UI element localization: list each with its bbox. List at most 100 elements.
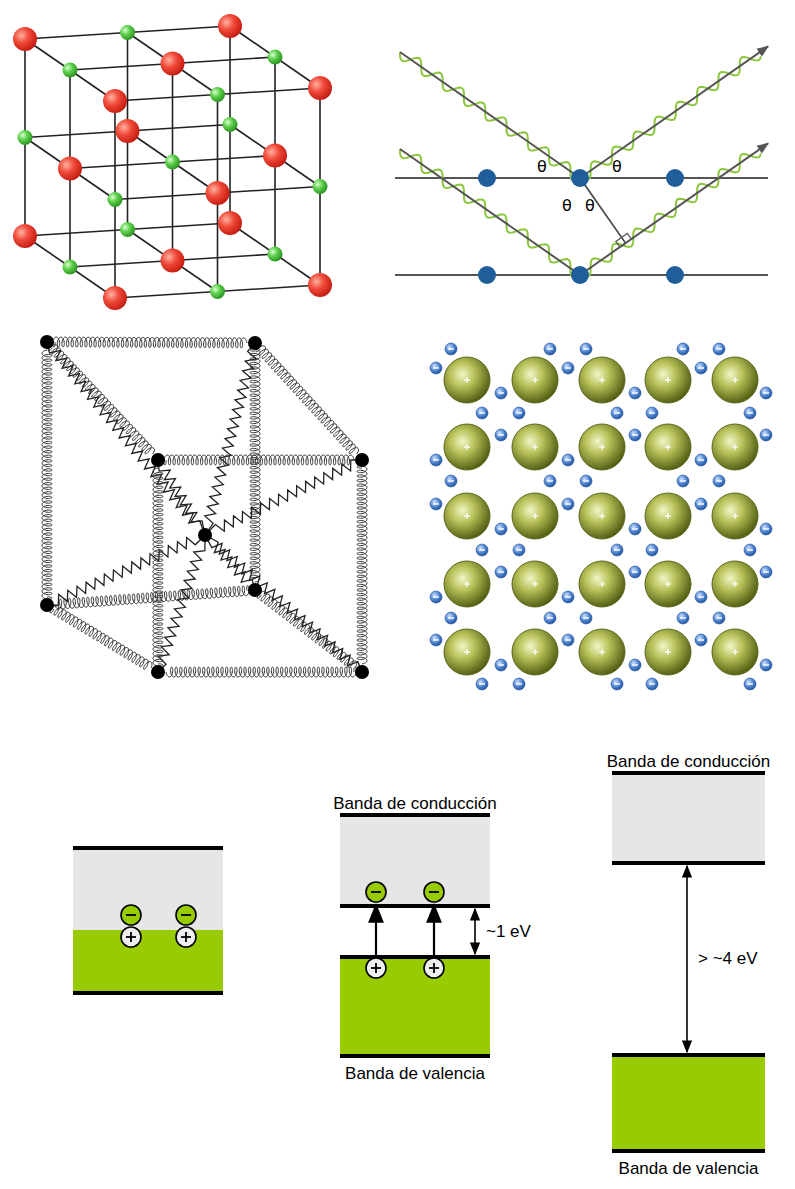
coil-spring: [166, 667, 356, 677]
electron: [580, 612, 592, 624]
band-diagrams: [73, 848, 223, 993]
zigzag-spring: [205, 460, 362, 535]
path-difference-line: [580, 178, 626, 243]
zigzag-spring: [205, 535, 255, 590]
lattice-line: [230, 125, 320, 187]
lattice-line: [115, 88, 320, 101]
lattice-atom: [248, 336, 262, 350]
electron: [445, 475, 457, 487]
lattice-atom: [355, 665, 369, 679]
electron: [713, 612, 725, 624]
minus-sign: [632, 434, 638, 435]
chloride-ion: [13, 224, 37, 248]
plus-sign: [130, 932, 132, 942]
x-ray-wave: [580, 153, 761, 277]
minus-sign: [614, 549, 620, 550]
valence-band: Banda de valencia: [612, 1053, 765, 1153]
minus-sign: [565, 503, 571, 504]
angle-label: θ: [562, 196, 572, 215]
metal-ion: [712, 424, 758, 470]
minus-sign: [583, 480, 589, 481]
electron: [562, 498, 574, 510]
hole: [366, 958, 386, 978]
chloride-ion: [103, 286, 127, 310]
hole: [121, 927, 141, 947]
plus-sign: [534, 377, 535, 383]
lattice-atom: [355, 453, 369, 467]
chloride-ion: [218, 211, 242, 235]
plus-sign: [667, 649, 668, 655]
coil-spring: [256, 346, 359, 454]
lattice-line: [115, 285, 320, 298]
plus-sign: [534, 649, 535, 655]
electron: [495, 429, 507, 441]
plus-sign: [601, 649, 602, 655]
conduction-band: [73, 848, 223, 930]
electron: [430, 454, 442, 466]
sodium-ion: [313, 179, 328, 194]
plus-sign: [534, 444, 535, 450]
electron: [629, 429, 641, 441]
plus-sign: [734, 377, 735, 383]
electron: [760, 429, 772, 441]
chloride-ion: [263, 144, 287, 168]
minus-sign: [126, 914, 136, 916]
minus-sign: [433, 503, 439, 504]
atom: [571, 169, 589, 187]
electron: [760, 659, 772, 671]
incident-ray: [400, 52, 580, 178]
coil-spring: [357, 466, 367, 664]
metal-ion: [579, 357, 625, 403]
lattice-atom: [198, 528, 212, 542]
minus-sign: [565, 596, 571, 597]
metal-ion: [645, 424, 691, 470]
metal-ion: [579, 629, 625, 675]
electron: [646, 407, 658, 419]
plus-sign: [534, 513, 535, 519]
electron: [646, 678, 658, 690]
minus-sign: [649, 549, 655, 550]
electron: [744, 407, 756, 419]
electron: [445, 612, 457, 624]
plus-sign: [185, 932, 187, 942]
electron: [544, 343, 556, 355]
metal-ion: [645, 561, 691, 607]
coil-spring: [164, 455, 354, 465]
coil-spring: [250, 349, 260, 582]
band-label: Banda de valencia: [345, 1064, 485, 1084]
metal-ion: [444, 424, 490, 470]
band-edge: [73, 846, 223, 850]
metal-ion: [512, 357, 558, 403]
sodium-ion: [63, 63, 78, 78]
excitation-arrow: [375, 905, 377, 957]
coil-spring: [55, 586, 249, 610]
bragg-diffraction: [395, 46, 768, 284]
lattice-line: [70, 156, 275, 169]
minus-sign: [547, 348, 553, 349]
electron: [476, 678, 488, 690]
conduction-band: Banda de conducción: [340, 813, 490, 908]
electron: [695, 498, 707, 510]
minus-sign: [716, 348, 722, 349]
minus-sign: [614, 412, 620, 413]
electron: [495, 659, 507, 671]
electron: [513, 544, 525, 556]
metal-lattice: [430, 343, 772, 690]
metal-ion: [512, 629, 558, 675]
minus-sign: [614, 683, 620, 684]
minus-sign: [583, 617, 589, 618]
coil-spring: [257, 591, 357, 668]
atom: [478, 266, 496, 284]
electron: [760, 523, 772, 535]
plus-sign: [429, 967, 439, 969]
minus-sign: [763, 434, 769, 435]
electron: [695, 634, 707, 646]
gap-energy: > ~4 eV: [696, 949, 760, 969]
electron: [424, 882, 444, 902]
electron: [760, 387, 772, 399]
chloride-ion: [13, 27, 37, 51]
minus-sign: [547, 480, 553, 481]
minus-sign: [516, 412, 522, 413]
electron: [695, 362, 707, 374]
metal-ion: [712, 629, 758, 675]
